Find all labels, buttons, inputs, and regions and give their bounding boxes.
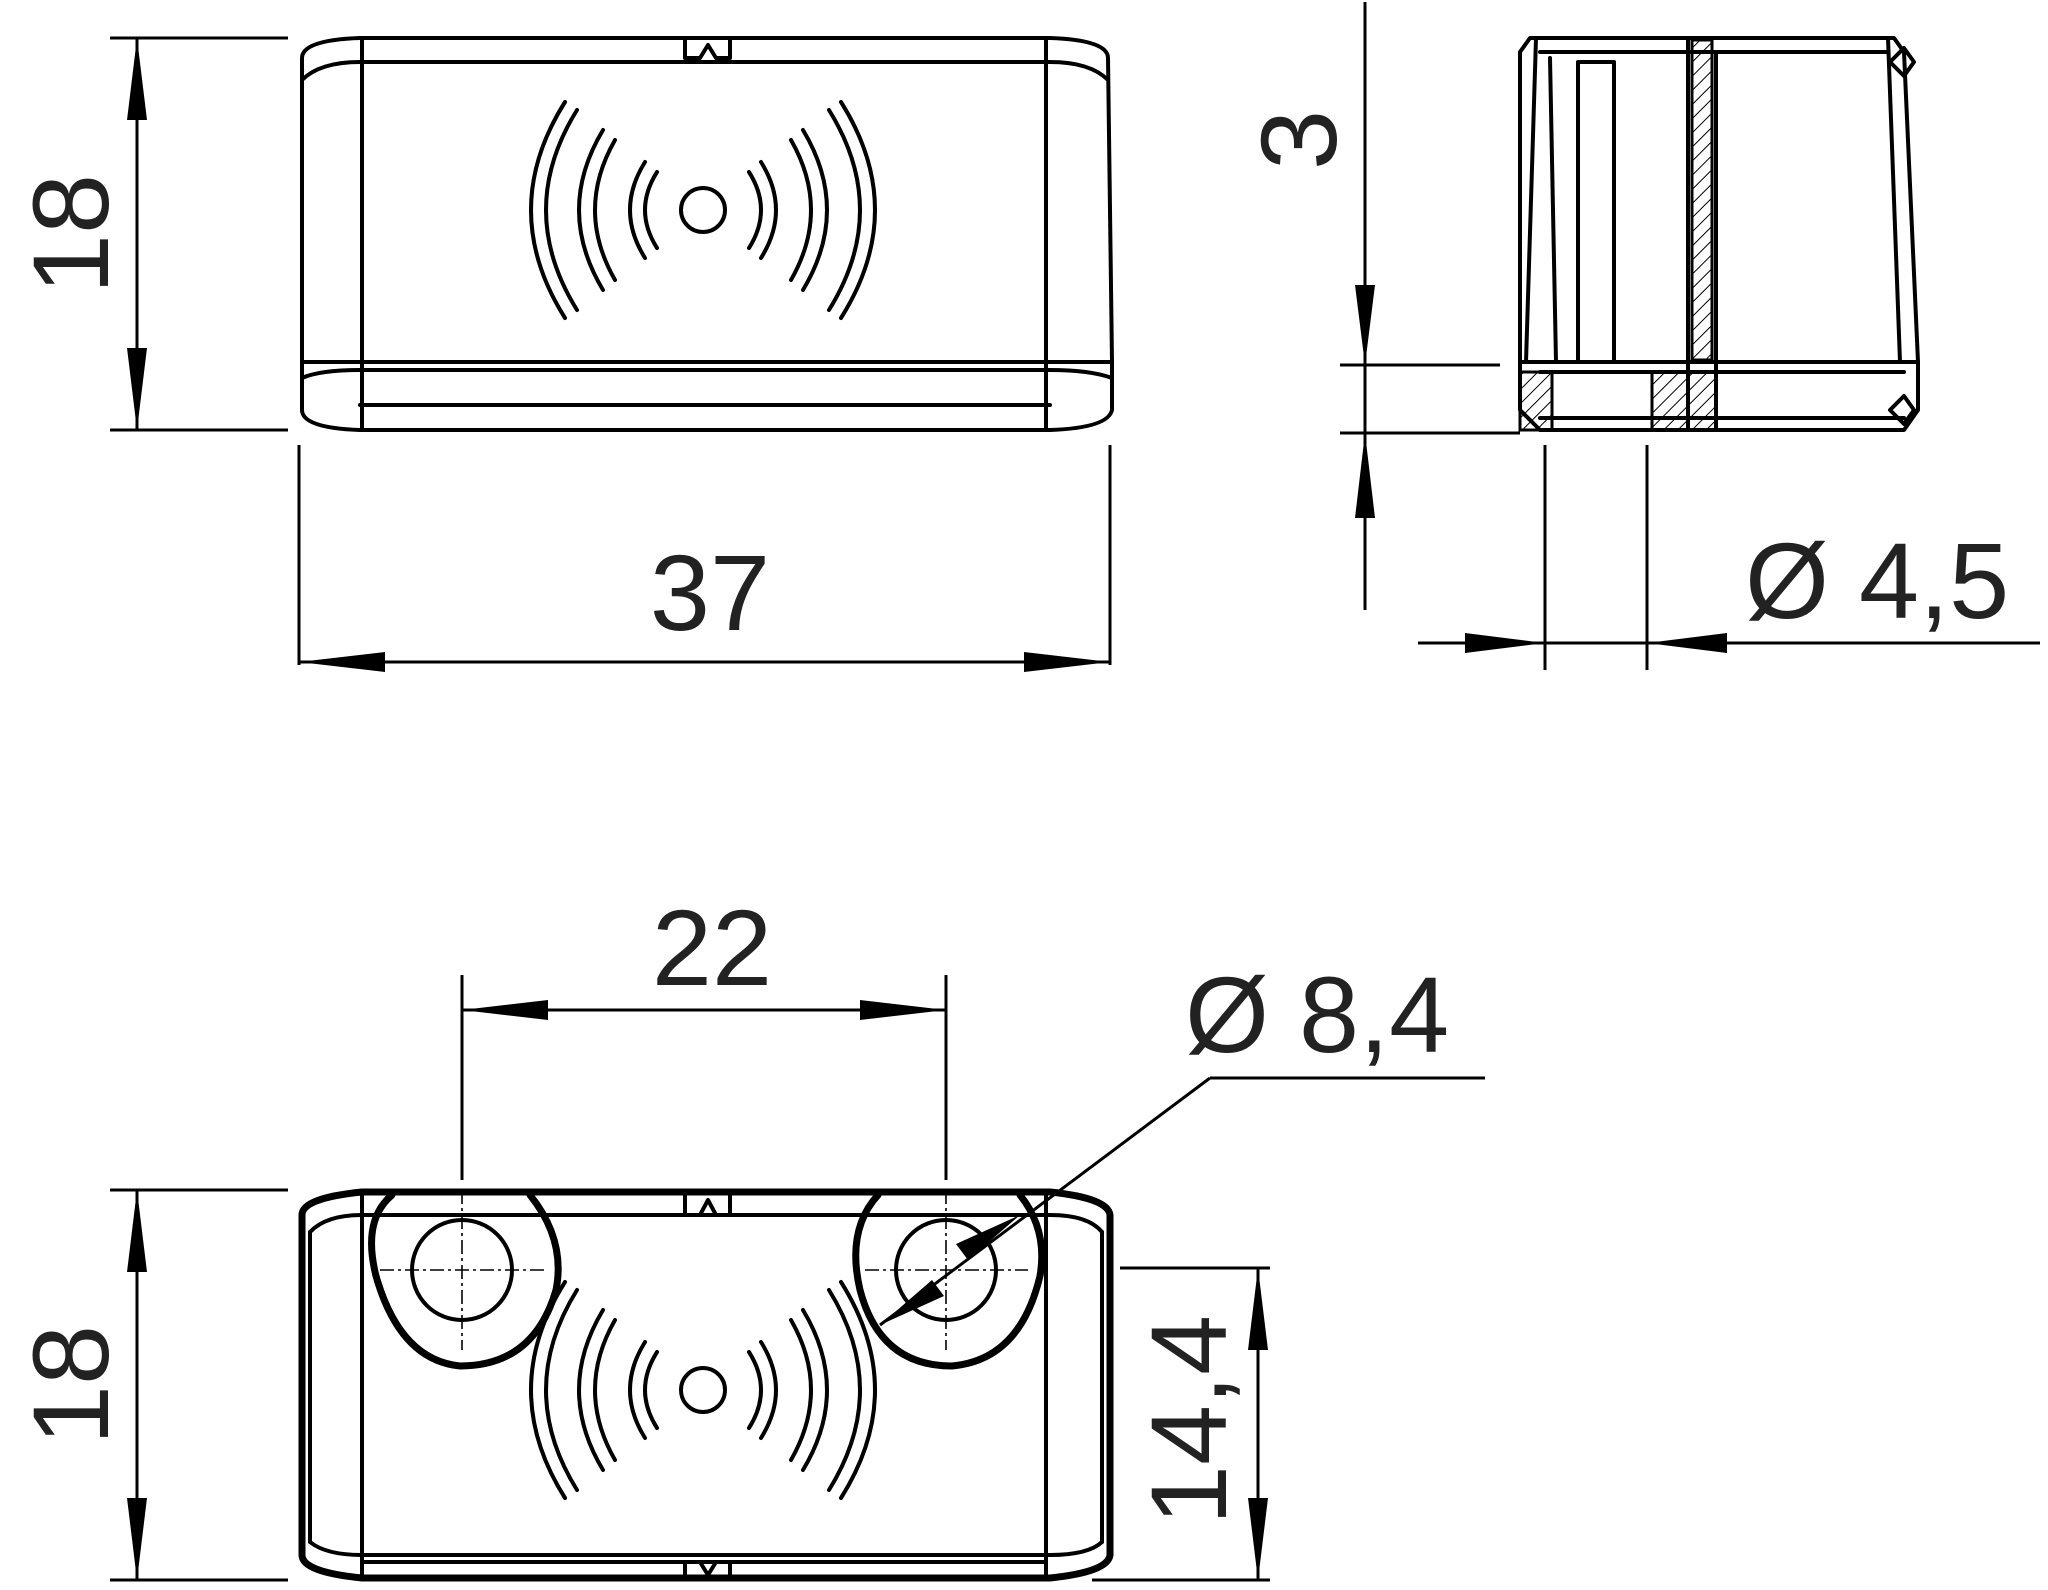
counterbore-label: Ø 8,4: [1185, 954, 1449, 1075]
dimension-hole-height: 14,4: [1092, 1266, 1270, 1582]
rfid-wave-icon: [529, 100, 877, 320]
hole-height-label: 14,4: [1128, 1315, 1249, 1525]
front-width-label: 37: [650, 532, 770, 653]
bottom-height-label: 18: [10, 1325, 131, 1445]
dimension-side-offset: 3: [1238, 2, 1520, 610]
dimension-side-hole: Ø 4,5: [1418, 445, 2040, 670]
bottom-view: 22 Ø 8,4 18 14,4: [10, 887, 1485, 1582]
hole-spacing-label: 22: [652, 887, 772, 1008]
front-height-label: 18: [10, 174, 131, 294]
front-body: [300, 36, 1114, 432]
bottom-body: [298, 1188, 1114, 1582]
dimension-counterbore: Ø 8,4: [879, 954, 1485, 1327]
dimension-hole-spacing: 22: [460, 887, 948, 1180]
dimension-front-height: 18: [10, 36, 288, 432]
side-hole-label: Ø 4,5: [1745, 520, 2009, 641]
dimension-front-width: 37: [297, 445, 1112, 672]
front-view: 18 37: [10, 36, 1114, 672]
side-view: 3 Ø 4,5: [1238, 2, 2040, 670]
dimension-bottom-height: 18: [10, 1188, 288, 1582]
side-offset-label: 3: [1238, 110, 1359, 170]
rfid-wave-icon: [529, 1280, 877, 1500]
side-body: [1518, 36, 1920, 432]
